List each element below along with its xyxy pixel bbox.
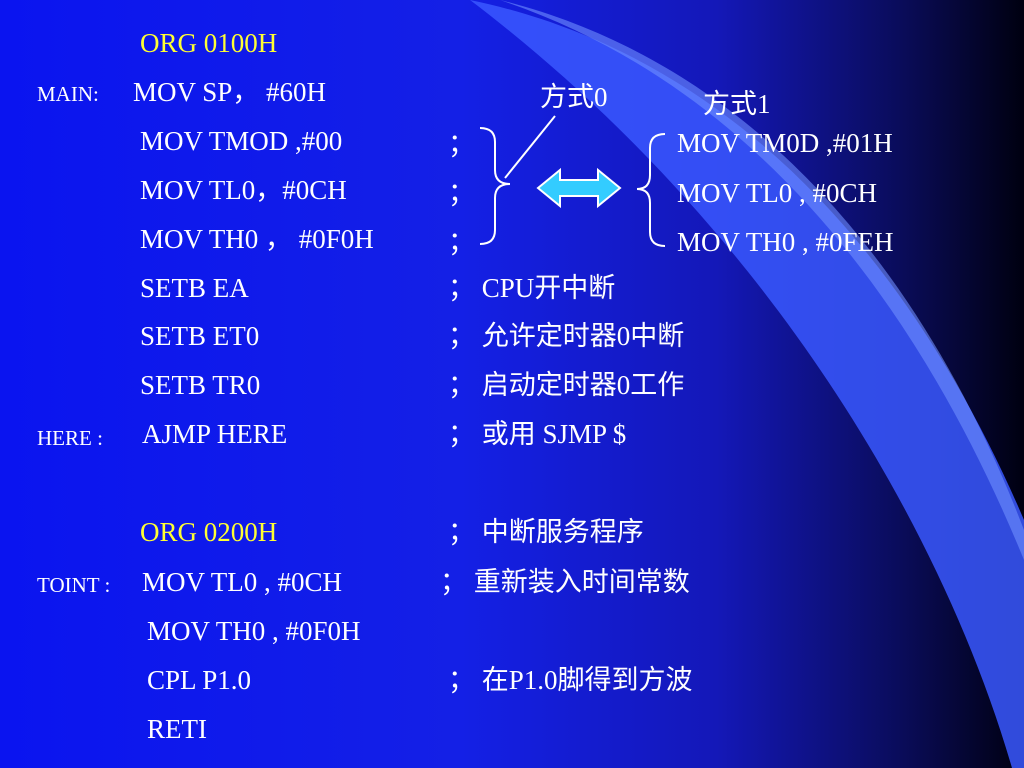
code-line-10-code: ORG 0200H xyxy=(140,517,278,547)
code-line-11-label: TOINT : xyxy=(37,573,111,597)
mode0-pointer-line xyxy=(504,115,556,179)
code-line-4-code: MOV TL0，#0CH xyxy=(140,175,347,205)
code-line-13-comment: ； 在P1.0脚得到方波 xyxy=(448,665,693,695)
code-line-5-comment: ； xyxy=(448,227,475,257)
code-line-7-comment: ； 允许定时器0中断 xyxy=(448,321,685,351)
code-line-10-comment: ； 中断服务程序 xyxy=(448,517,644,547)
code-line-12-code: MOV TH0 , #0F0H xyxy=(147,616,361,646)
code-line-2-label: MAIN: xyxy=(37,82,99,106)
code-line-4-comment: ； xyxy=(448,178,475,208)
code-line-8-code: SETB TR0 xyxy=(140,370,261,400)
code-line-11-code: MOV TL0 , #0CH xyxy=(142,567,343,597)
mode1-line-1: MOV TM0D ,#01H xyxy=(677,128,893,158)
mode1-line-2: MOV TL0 , #0CH xyxy=(677,178,878,208)
code-line-13-code: CPL P1.0 xyxy=(147,665,252,695)
code-line-11-comment: ； 重新装入时间常数 xyxy=(440,567,690,597)
double-arrow-icon xyxy=(536,167,622,209)
code-line-6-code: SETB EA xyxy=(140,273,249,303)
right-curly-bracket xyxy=(636,133,666,247)
mode0-label: 方式0 xyxy=(540,82,608,112)
code-line-3-code: MOV TMOD ,#00 xyxy=(140,126,343,156)
code-line-8-comment: ； 启动定时器0工作 xyxy=(448,370,685,400)
code-line-3-comment: ； xyxy=(448,129,475,159)
code-line-9-code: AJMP HERE xyxy=(142,419,288,449)
mode1-line-3: MOV TH0 , #0FEH xyxy=(677,227,894,257)
code-line-2-code: MOV SP， #60H xyxy=(133,77,327,107)
mode1-label: 方式1 xyxy=(703,89,771,119)
code-line-14-code: RETI xyxy=(147,714,207,744)
code-line-6-comment: ； CPU开中断 xyxy=(448,273,616,303)
left-curly-bracket xyxy=(479,127,511,245)
code-line-5-code: MOV TH0 ， #0F0H xyxy=(140,224,374,254)
code-line-1-code: ORG 0100H xyxy=(140,28,278,58)
code-line-7-code: SETB ET0 xyxy=(140,321,260,351)
code-line-9-comment: ； 或用 SJMP $ xyxy=(448,419,627,449)
code-line-9-label: HERE : xyxy=(37,426,103,450)
